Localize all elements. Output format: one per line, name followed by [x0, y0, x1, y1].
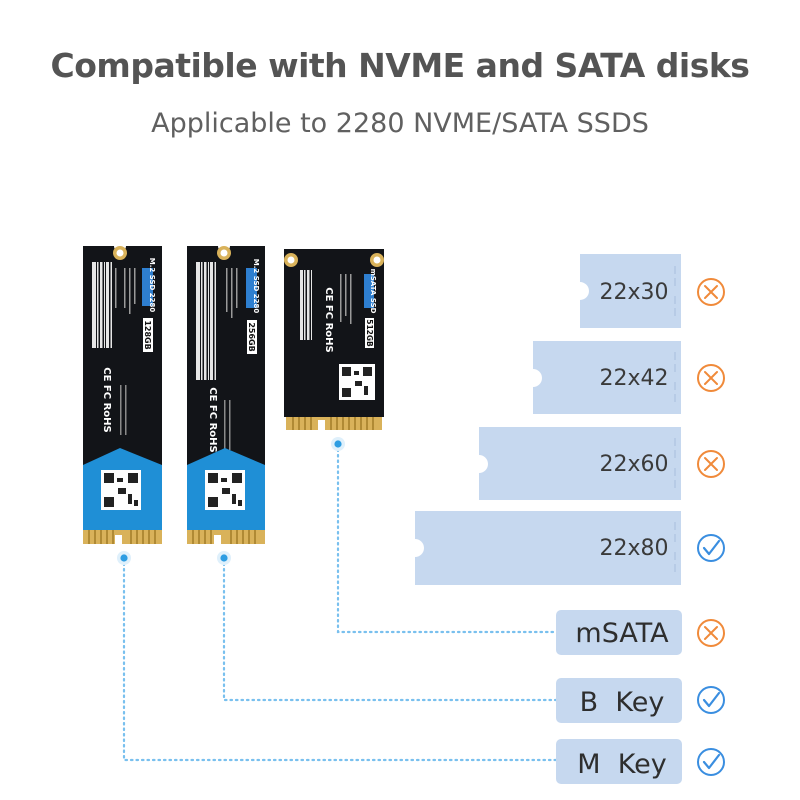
- card-capacity-box: [365, 318, 374, 348]
- cross-icon: [697, 364, 725, 392]
- size-board-22x80: 22x80: [415, 511, 681, 585]
- size-label: 22x30: [599, 280, 668, 305]
- page-subtitle: Applicable to 2280 NVME/SATA SSDS: [151, 108, 649, 139]
- cross-icon: [697, 619, 725, 647]
- size-board-22x42: 22x42: [533, 341, 681, 414]
- card-cert-marks: CE FC RoHS: [101, 367, 112, 432]
- ssd-card-m2-128gb: M.2 SSD 2280 128GB CE FC RoHS: [83, 246, 162, 545]
- card-badge-text: M.2 SSD 2280: [148, 258, 156, 313]
- ssd-card-m2-256gb: M.2 SSD 2280 256GB CE FC RoHS: [187, 246, 265, 545]
- card-badge: [142, 268, 153, 306]
- check-icon: [697, 686, 725, 714]
- card-badge-text: M.2 SSD 2280: [252, 259, 260, 314]
- size-label: 22x80: [599, 536, 668, 561]
- page-title: Compatible with NVME and SATA disks: [50, 46, 750, 85]
- card-capacity-box: [143, 318, 153, 352]
- interface-label: M Key: [577, 749, 666, 780]
- size-label: 22x42: [599, 366, 668, 391]
- interface-label: mSATA: [575, 618, 669, 649]
- check-icon: [697, 534, 725, 562]
- check-icon: [697, 748, 725, 776]
- interface-label: B Key: [580, 687, 665, 718]
- card-badge: [364, 274, 374, 308]
- size-board-22x30: 22x30: [580, 254, 681, 328]
- card-capacity: 256GB: [247, 322, 256, 351]
- connector-b-key: [222, 556, 558, 702]
- interface-box-m-key: M Key: [556, 739, 682, 784]
- cross-icon: [697, 278, 725, 306]
- connector-m-key: [122, 556, 558, 762]
- connector-lines: [122, 442, 558, 762]
- card-badge-text: mSATA SSD: [369, 269, 377, 314]
- card-capacity-box: [247, 320, 257, 354]
- connector-msata: [336, 442, 558, 634]
- ssd-card-msata-512gb: mSATA SSD 512GB CE FC RoHS: [284, 249, 384, 431]
- card-badge: [246, 268, 257, 308]
- card-capacity: 128GB: [143, 320, 152, 349]
- size-board-22x60: 22x60: [479, 427, 681, 500]
- card-capacity: 512GB: [365, 319, 374, 347]
- card-cert-marks: CE FC RoHS: [323, 287, 334, 352]
- size-label: 22x60: [599, 452, 668, 477]
- interface-box-b-key: B Key: [556, 678, 682, 723]
- connector-dots: [117, 437, 345, 565]
- card-cert-marks: CE FC RoHS: [207, 387, 218, 452]
- interface-box-msata: mSATA: [556, 610, 682, 655]
- cross-icon: [697, 450, 725, 478]
